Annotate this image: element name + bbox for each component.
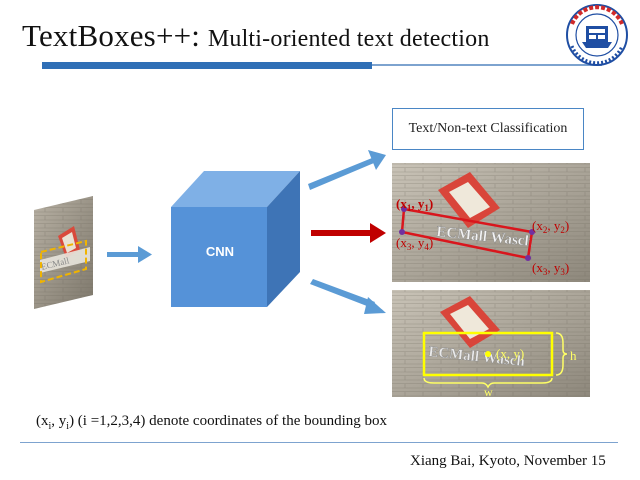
label-center-xy: (x, y) [496, 346, 524, 361]
arrow-input-to-cnn [107, 246, 152, 263]
label-x1-y1: (x1, y1) [396, 196, 433, 213]
title-rest: Multi-oriented text detection [207, 26, 490, 52]
footer-divider [20, 442, 618, 443]
label-w: w [484, 385, 493, 399]
arrow-cnn-to-quadrilateral [311, 223, 386, 243]
footer-text: Xiang Bai, Kyoto, November 15 [410, 453, 606, 469]
label-x3-y4: (x3, y4) [396, 235, 433, 252]
label-h: h [570, 348, 577, 363]
cnn-label: CNN [205, 244, 235, 259]
classification-label: Text/Non-text Classification [408, 121, 568, 136]
input-image: ECMall [34, 196, 93, 309]
title-main: TextBoxes++: [22, 18, 201, 53]
arrow-cnn-to-rectangle [310, 279, 386, 314]
quadrilateral-output-image: ECMall Wasch (x1, y1) (x2, y2) (x3, y4) … [392, 163, 590, 282]
caption: (xi, yi) (i =1,2,3,4) denote coordinates… [36, 413, 388, 432]
label-x2-y2: (x2, y2) [532, 218, 569, 235]
rectangle-output-image: ECMall Wasch (x, y) h w [392, 290, 590, 399]
title-underline-line [372, 64, 602, 66]
slide-title: TextBoxes++: Multi-oriented text detecti… [22, 18, 490, 54]
classification-box: Text/Non-text Classification [392, 108, 584, 150]
title-underline-bar [42, 62, 372, 69]
label-x3-y3: (x3, y3) [532, 260, 569, 277]
cnn-cube [171, 171, 300, 307]
arrow-cnn-to-classification [308, 150, 386, 190]
university-seal-icon [566, 4, 628, 66]
